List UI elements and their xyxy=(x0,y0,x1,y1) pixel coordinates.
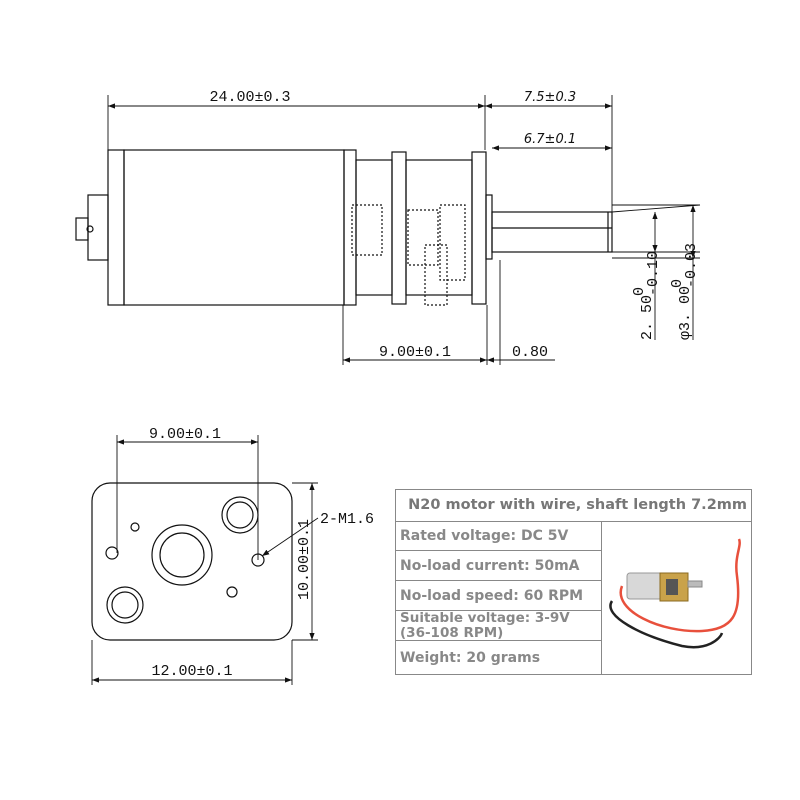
dim-shaft-length: 6.7±0.1 xyxy=(524,132,576,147)
dim-shaft-flat-tol-lower: -0.10 xyxy=(645,251,662,296)
dim-shaft-flat-tol-upper: 0 xyxy=(631,287,648,296)
spec-no-load-current: No-load current: 50mA xyxy=(396,551,602,581)
dim-shaft-dia-tol-lower: -0.03 xyxy=(683,243,700,288)
dim-shaft-dia: φ3. 00 xyxy=(677,286,694,340)
dim-shaft-total: 7.5±0.3 xyxy=(524,90,576,105)
spec-title: N20 motor with wire, shaft length 7.2mm xyxy=(396,490,751,522)
dim-gearbox: 9.00±0.1 xyxy=(379,344,451,361)
thread-label: 2-M1.6 xyxy=(320,511,374,528)
spec-suitable-voltage-line1: Suitable voltage: 3-9V xyxy=(400,611,570,626)
spec-no-load-speed: No-load speed: 60 RPM xyxy=(396,581,602,611)
dim-height: 10.00±0.1 xyxy=(296,519,313,600)
spec-weight: Weight: 20 grams xyxy=(396,641,602,675)
dim-width: 12.00±0.1 xyxy=(151,663,232,680)
motor-side-view xyxy=(75,149,613,306)
dim-shaft-flat: 2. 50 xyxy=(639,295,656,340)
motor-front-view xyxy=(91,482,293,641)
front-dimension-lines xyxy=(91,435,319,685)
dim-flange: 0.80 xyxy=(512,344,548,361)
spec-suitable-voltage-line2: (36-108 RPM) xyxy=(400,625,504,641)
side-dimension-lines xyxy=(107,95,701,365)
dim-hole-spacing: 9.00±0.1 xyxy=(149,426,221,443)
motor-photo xyxy=(602,521,751,674)
spec-rated-voltage: Rated voltage: DC 5V xyxy=(396,521,602,551)
dim-total-length: 24.00±0.3 xyxy=(209,89,290,106)
spec-suitable-voltage: Suitable voltage: 3-9V(36-108 RPM) xyxy=(396,611,602,641)
spec-table: N20 motor with wire, shaft length 7.2mm … xyxy=(395,489,752,675)
dim-shaft-dia-tol-upper: 0 xyxy=(669,279,686,288)
